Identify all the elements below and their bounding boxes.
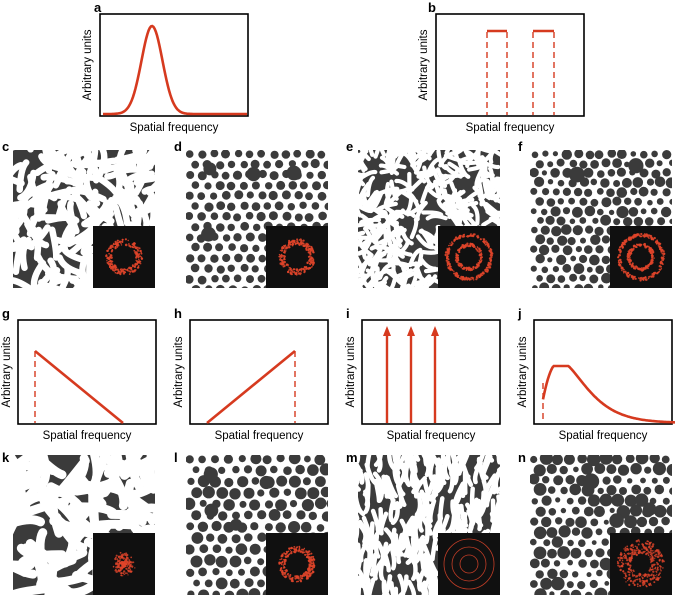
spectrum-spikes-i [383, 326, 439, 423]
delta-arrowhead-3 [431, 326, 439, 336]
y-axis-label-a: Arbitrary units [82, 29, 94, 100]
spectrum-curve-a [103, 26, 247, 114]
x-axis-label-a: Spatial frequency [130, 122, 219, 134]
y-axis-label-b: Arbitrary units [418, 29, 430, 100]
pattern-image-m [349, 439, 508, 597]
pattern-image-e [345, 136, 515, 303]
panel-l: l [174, 450, 338, 597]
fft-inset [610, 533, 672, 595]
panel-j: j Arbitrary units Spatial frequency [517, 306, 675, 442]
y-axis-label-j: Arbitrary units [517, 336, 529, 407]
panel-label-j: j [517, 306, 522, 321]
y-axis-label-i: Arbitrary units [345, 336, 357, 407]
fft-inset [610, 226, 672, 288]
panel-label-k: k [2, 450, 10, 465]
spectrum-bands-b [487, 31, 554, 115]
panel-label-h: h [174, 306, 182, 321]
spectrum-line-h [207, 351, 295, 423]
plot-frame-g [18, 320, 156, 424]
panel-label-m: m [346, 450, 358, 465]
y-axis-label-g: Arbitrary units [1, 336, 13, 407]
panel-k: k [0, 433, 180, 597]
decreasing-line [35, 351, 123, 423]
spectrum-line-g [35, 351, 123, 423]
spectrum-curve-j [543, 366, 675, 423]
plot-frame-j [534, 320, 672, 424]
x-axis-label-b: Spatial frequency [466, 122, 555, 134]
panel-h: h Arbitrary units Spatial frequency [173, 306, 328, 442]
pattern-image-n [529, 452, 675, 598]
panel-label-f: f [518, 139, 523, 154]
fft-background [266, 226, 328, 288]
fft-inset [438, 533, 500, 595]
delta-arrowhead-1 [383, 326, 391, 336]
x-axis-label-g: Spatial frequency [43, 430, 132, 442]
panel-label-a: a [94, 0, 102, 15]
panel-a: a Arbitrary units Spatial frequency [82, 0, 248, 134]
y-axis-label-h: Arbitrary units [173, 336, 185, 407]
panel-c: c [0, 136, 174, 305]
panel-label-b: b [428, 0, 436, 15]
x-axis-label-h: Spatial frequency [215, 430, 304, 442]
x-axis-label-i: Spatial frequency [387, 430, 476, 442]
plot-frame-b [436, 14, 584, 116]
pattern-image-k [0, 433, 180, 597]
fft-background [93, 226, 155, 288]
panel-f: f [518, 139, 675, 294]
fft-inset [93, 533, 155, 595]
fft-background [438, 533, 500, 595]
panel-label-g: g [2, 306, 10, 321]
fft-background [266, 533, 328, 595]
panel-label-n: n [518, 450, 526, 465]
panel-i: i Arbitrary units Spatial frequency [345, 306, 500, 442]
panel-label-e: e [346, 139, 353, 154]
increasing-line [207, 351, 295, 423]
pattern-image-c [0, 136, 174, 305]
fft-inset [266, 226, 328, 288]
panel-d: d [174, 139, 332, 295]
panel-n: n [518, 450, 675, 597]
skewed-curve [543, 366, 675, 422]
x-axis-label-j: Spatial frequency [559, 430, 648, 442]
fft-inset [266, 533, 328, 595]
panel-label-l: l [174, 450, 178, 465]
panel-label-i: i [346, 306, 350, 321]
pattern-image-l [183, 452, 339, 597]
pattern-image-f [529, 149, 675, 294]
pattern-image-d [185, 150, 333, 296]
panel-e: e [345, 136, 515, 303]
plot-frame-a [100, 14, 248, 116]
plot-frame-h [190, 320, 328, 424]
panel-g: g Arbitrary units Spatial frequency [1, 306, 156, 442]
panel-label-d: d [174, 139, 182, 154]
delta-arrowhead-2 [407, 326, 415, 336]
fft-inset [438, 226, 500, 288]
plot-frame-i [362, 320, 500, 424]
panel-m: m [346, 439, 508, 597]
fft-inset [93, 226, 155, 288]
panel-label-c: c [2, 139, 9, 154]
panel-b: b Arbitrary units Spatial frequency [418, 0, 584, 134]
